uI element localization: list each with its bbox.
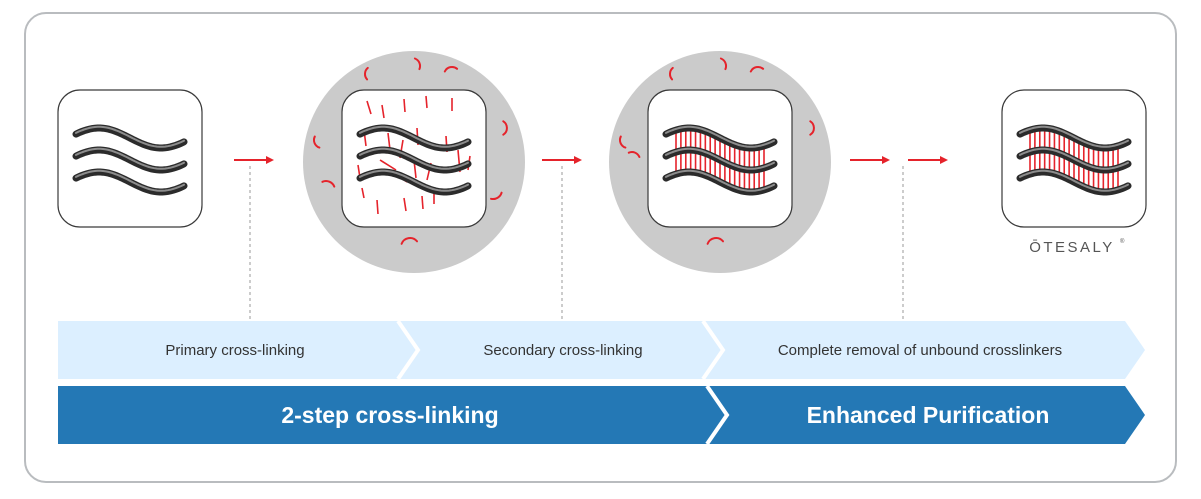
brand-logo: ŌTESALY [1029,239,1115,256]
fiber-highlight [1019,125,1129,148]
crosslinker-arc [400,237,418,245]
crosslinker-arc [719,57,727,71]
crosslinker-arc [502,120,508,136]
phase-label-purification: Enhanced Purification [807,402,1050,428]
fiber-highlight [665,169,775,192]
fiber-highlight [1019,147,1129,170]
fiber-strand [72,124,188,152]
crosslinker-arc [313,135,321,149]
fiber-highlight [75,147,185,170]
step-label-secondary: Secondary cross-linking [483,342,642,359]
crosslinker-molecule [403,197,407,212]
fiber-strand [662,146,778,174]
crosslinker-arc [809,120,815,136]
step-divider [396,319,421,381]
fiber-highlight [665,125,775,148]
step-band-purification [703,321,1145,379]
fiber-strand [356,168,472,196]
fiber-strand [72,168,188,196]
phase-divider [705,384,730,446]
fiber-highlight [75,125,185,148]
crosslinker-arc [619,135,627,149]
fiber-strand [662,124,778,152]
crosslinker-molecule [421,195,424,210]
crosslinker-molecule [425,95,428,109]
crosslinker-arc [749,66,765,73]
fiber-highlight [359,169,469,192]
fiber-highlight [665,147,775,170]
step-divider [701,319,726,381]
fiber-strand [1016,168,1132,196]
fiber-strands-icon [72,124,1132,196]
step-label-primary: Primary cross-linking [165,342,304,359]
crosslinker-molecule [403,98,406,113]
fiber-highlight [75,169,185,192]
crosslink-bars [357,95,1119,215]
crosslinker-icon [313,57,815,245]
crosslinker-molecule [376,199,379,215]
crosslinker-arc [669,66,674,81]
crosslinker-arc [706,237,724,245]
crosslinker-molecule [381,104,385,119]
crosslinker-arc [364,66,369,81]
step-band-primary [58,321,418,379]
fiber-strand [356,124,472,152]
step-band-secondary [398,321,723,379]
fiber-highlight [1019,169,1129,192]
crosslinker-arc [413,57,421,71]
crosslinker-arc [490,191,503,201]
step-label-purification: Complete removal of unbound crosslinkers [778,342,1062,359]
fiber-highlight [359,147,469,170]
fiber-strand [72,146,188,174]
phase-band-purification [707,386,1145,444]
crosslinker-molecule [366,100,372,115]
crosslinker-arc [627,151,641,158]
crosslinker-arc [321,180,336,188]
fiber-strand [662,168,778,196]
phase-label-crosslinking: 2-step cross-linking [281,402,498,428]
fiber-strand [356,146,472,174]
fiber-highlight [359,125,469,148]
registered-mark: ® [1120,238,1125,245]
crosslinker-arc [443,66,459,73]
crosslinker-molecule [361,187,365,199]
phase-band-crosslinking [58,386,727,444]
fiber-strand [1016,146,1132,174]
crosslinker-molecule [379,159,397,171]
fiber-strand [1016,124,1132,152]
